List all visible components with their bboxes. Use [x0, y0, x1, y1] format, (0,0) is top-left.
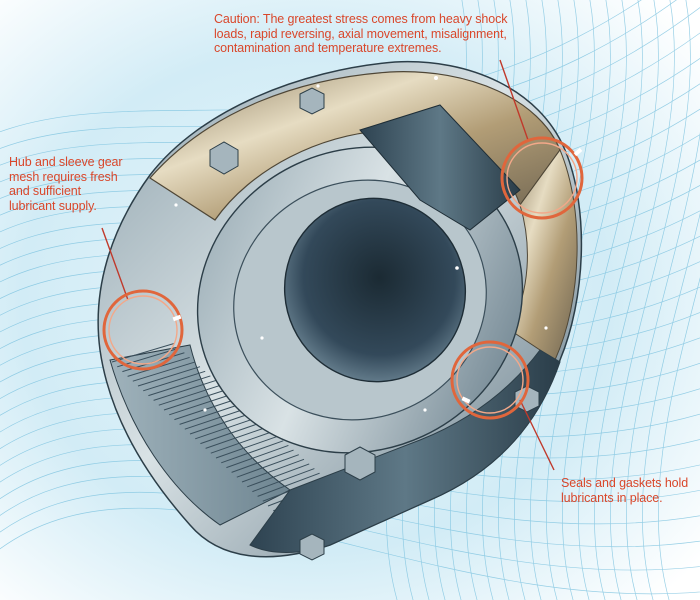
gear-tooth: [184, 407, 247, 430]
gear-tooth: [143, 370, 206, 392]
swoosh-line: [610, 0, 691, 600]
gear-band: [109, 344, 291, 526]
bolt: [299, 533, 325, 561]
callout-caution: Caution: The greatest stress comes from …: [214, 12, 508, 55]
gear-tooth: [247, 463, 310, 488]
swoosh-line: [658, 277, 700, 600]
gear-tooth: [205, 426, 268, 449]
gear-tooth: [158, 384, 221, 406]
swoosh-line: [562, 0, 643, 600]
gear-tooth: [236, 454, 299, 478]
seal-ring-icon: [500, 136, 584, 220]
gear-tooth: [195, 417, 258, 440]
callout-seals-gaskets: Seals and gaskets hold lubricants in pla…: [561, 476, 689, 505]
callout-hub-sleeve: Hub and sleeve gear mesh requires fresh …: [9, 155, 123, 213]
gear-tooth: [221, 440, 284, 464]
coupling-body: [97, 60, 583, 561]
hub-bore: [283, 197, 467, 383]
swoosh-line: [578, 0, 659, 600]
bolt: [209, 141, 239, 175]
highlights: [174, 76, 548, 412]
gear-tooth: [200, 421, 263, 445]
gear-tooth: [148, 375, 211, 397]
gear-tooth: [226, 444, 289, 469]
keyway: [359, 104, 521, 231]
swoosh-line: [626, 131, 700, 600]
seal-ring-icon: [450, 340, 530, 420]
swoosh-line: [546, 0, 627, 600]
leader-caution: [499, 59, 529, 141]
bronze-rim: [509, 148, 578, 361]
leader-lines: [101, 59, 555, 471]
gear-tooth: [252, 468, 315, 493]
gear-tooth: [189, 412, 253, 435]
bolts: [209, 87, 540, 561]
gear-tooth: [132, 361, 195, 382]
bolt: [299, 87, 325, 115]
gear-tooth: [257, 472, 320, 497]
seal-rings: [102, 136, 584, 420]
swoosh-line: [642, 212, 700, 600]
gear-tooth: [241, 458, 305, 483]
seal-ring-icon: [102, 289, 184, 371]
gear-tooth: [169, 393, 232, 416]
gear-tooth: [163, 389, 227, 411]
gear-tooth: [179, 403, 242, 425]
gear-tooth: [215, 435, 279, 459]
leader-seals: [519, 399, 555, 471]
bolt: [344, 446, 376, 481]
gear-tooth: [210, 431, 273, 454]
gear-tooth: [231, 449, 294, 473]
swoosh-line: [594, 0, 675, 600]
gear-tooth: [137, 366, 201, 387]
leader-hub: [101, 227, 129, 301]
gear-tooth: [111, 343, 175, 363]
lower-sleeve: [249, 349, 561, 553]
gear-tooth: [153, 380, 216, 401]
